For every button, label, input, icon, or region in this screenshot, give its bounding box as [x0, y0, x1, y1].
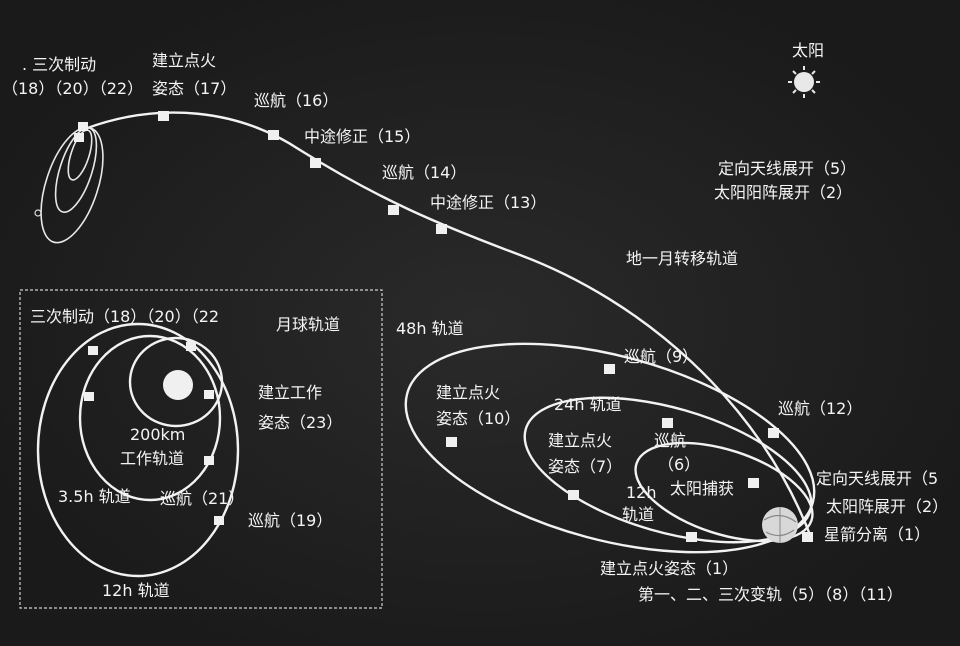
moon-icon — [163, 370, 193, 400]
sun-icon — [788, 66, 820, 98]
label-ignition7a: 建立点火 — [548, 431, 612, 450]
label-12h-b: 轨道 — [622, 505, 654, 524]
spacecraft-marker — [446, 437, 457, 447]
label-midcourse15: 中途修正（15） — [304, 127, 420, 146]
spacecraft-marker — [568, 490, 579, 500]
spacecraft-marker — [662, 418, 673, 428]
spacecraft-marker — [768, 428, 779, 438]
spacecraft-marker — [686, 532, 697, 542]
inset-label-work-orbit: 工作轨道 — [120, 449, 184, 468]
inset-label-work-attitude-b: 姿态（23） — [258, 413, 342, 432]
spacecraft-marker — [88, 346, 98, 355]
label-solar-right: 太阳阵展开（2） — [826, 497, 948, 516]
label-cruise9: 巡航（9） — [624, 347, 698, 366]
label-ignition-top: 建立点火 — [152, 51, 216, 70]
label-cruise6a: 巡航 — [654, 431, 686, 450]
inset-label-35h: 3.5h 轨道 — [58, 487, 131, 506]
spacecraft-marker — [310, 158, 321, 168]
spacecraft-marker — [604, 364, 615, 374]
spacecraft-marker — [436, 224, 447, 234]
label-antenna-right: 定向天线展开（5 — [816, 469, 938, 488]
label-ignition10b: 姿态（10） — [436, 409, 520, 428]
spacecraft-marker — [268, 130, 279, 140]
inset-label-12h: 12h 轨道 — [102, 581, 170, 600]
inset-label-lunar-orbit: 月球轨道 — [276, 315, 340, 334]
label-12h-a: 12h — [626, 483, 657, 502]
label-separation: 星箭分离（1） — [824, 525, 930, 544]
spacecraft-marker — [214, 516, 224, 525]
spacecraft-marker — [748, 478, 759, 488]
lunar-orbit-large — [40, 126, 104, 244]
inset-frame — [19, 289, 383, 609]
inset-orbit-35h — [78, 334, 222, 502]
spacecraft-marker — [84, 392, 94, 401]
orbit-12h — [634, 441, 814, 543]
orbit-48h — [404, 342, 816, 554]
inset-orbit-work — [128, 336, 224, 428]
spacecraft-marker — [186, 342, 196, 351]
spacecraft-marker — [204, 390, 214, 399]
label-ignition1: 建立点火姿态（1） — [600, 559, 738, 578]
inset-label-braking: 三次制动（18）（20）（22 — [30, 307, 219, 326]
label-cruise6b: （6） — [658, 455, 700, 474]
label-braking-nums: （18）（20）（22） — [2, 79, 143, 98]
inset-label-cruise19: 巡航（19） — [248, 511, 332, 530]
label-orbit-change: 第一、二、三次变轨（5）（8）（11） — [638, 585, 903, 604]
label-braking: . 三次制动 — [22, 55, 96, 74]
label-48h: 48h 轨道 — [396, 319, 464, 338]
label-transfer-orbit: 地一月转移轨道 — [626, 249, 738, 268]
inset-label-200km: 200km — [130, 425, 185, 444]
label-cruise14: 巡航（14） — [382, 163, 466, 182]
spacecraft-marker — [388, 205, 399, 215]
lunar-orbit-medium — [54, 127, 98, 213]
spacecraft-marker — [802, 532, 813, 542]
spacecraft-marker — [74, 133, 84, 142]
label-midcourse13: 中途修正（13） — [430, 193, 546, 212]
earth-icon — [762, 507, 798, 543]
label-ignition10a: 建立点火 — [436, 383, 500, 402]
moon-marker — [34, 209, 42, 217]
spacecraft-marker — [78, 122, 88, 131]
inset-label-cruise21: 巡航（21） — [160, 489, 244, 508]
label-cruise12: 巡航（12） — [778, 399, 862, 418]
label-antenna-top: 定向天线展开（5） — [718, 159, 856, 178]
label-ignition7b: 姿态（7） — [548, 457, 622, 476]
inset-orbit-12h — [36, 322, 240, 578]
spacecraft-marker — [158, 111, 169, 121]
spacecraft-marker — [204, 456, 214, 465]
label-ignition-top-sub: 姿态（17） — [152, 79, 236, 98]
lunar-orbit-small — [67, 129, 93, 181]
label-solar-top: 太阳阳阵展开（2） — [714, 183, 852, 202]
label-sun-capture: 太阳捕获 — [670, 479, 734, 498]
inset-label-work-attitude-a: 建立工作 — [258, 383, 322, 402]
label-sun: 太阳 — [792, 41, 824, 60]
orbit-24h — [523, 396, 813, 544]
label-24h: 24h 轨道 — [554, 395, 622, 414]
label-cruise16: 巡航（16） — [254, 91, 338, 110]
